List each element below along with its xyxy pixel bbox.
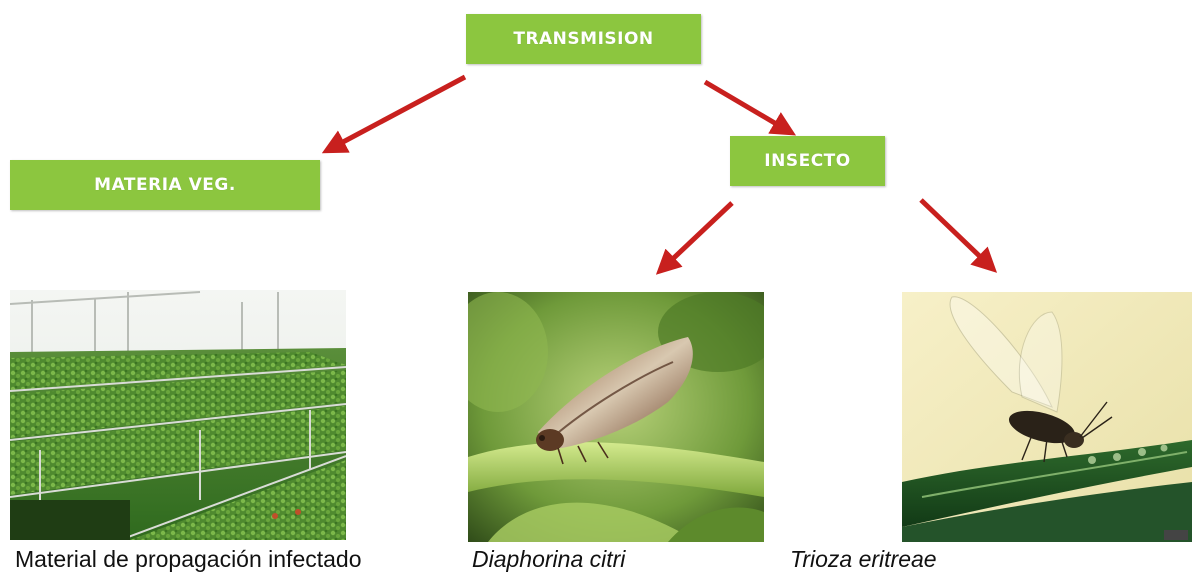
arrow-to-materia (328, 77, 465, 150)
arrow-to-diaphorina (661, 203, 732, 270)
transmision-node: TRANSMISION (466, 14, 701, 64)
caption-diaphorina-citri: Diaphorina citri (472, 544, 625, 574)
insecto-node: INSECTO (730, 136, 885, 186)
trioza-photo (902, 292, 1192, 542)
materia-veg-node: MATERIA VEG. (10, 160, 320, 210)
caption-trioza-eritreae: Trioza eritreae (790, 544, 937, 574)
arrow-to-trioza (921, 200, 992, 268)
greenhouse-photo (10, 290, 346, 540)
caption-material-propagacion: Material de propagación infectado (15, 544, 362, 574)
arrow-to-insecto (705, 82, 790, 132)
diaphorina-photo (468, 292, 764, 542)
